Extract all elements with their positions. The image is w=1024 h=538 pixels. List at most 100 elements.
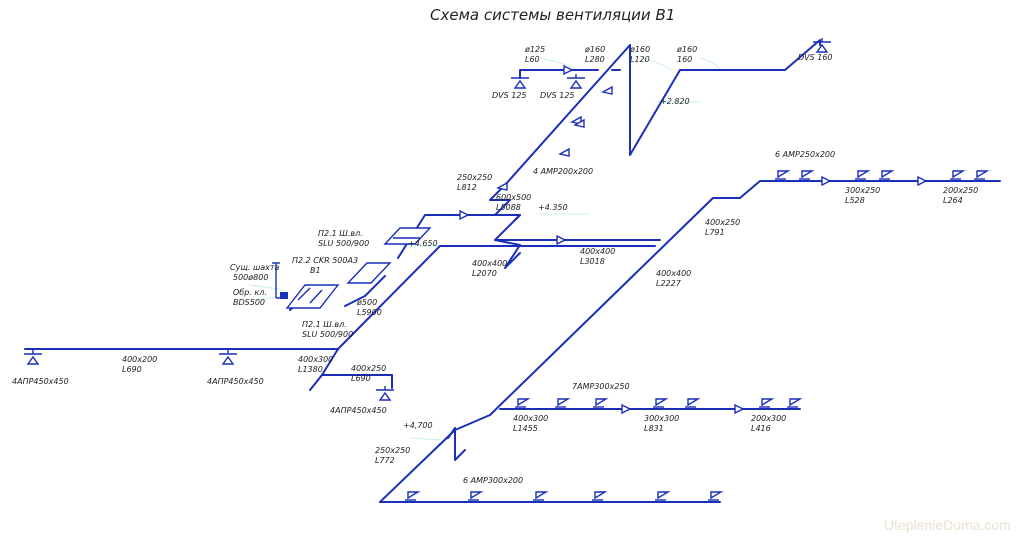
label: L528 — [845, 196, 865, 205]
label: 4АПР450x450 — [12, 377, 69, 386]
label: Обр. кл. — [233, 288, 267, 297]
check-valve-icon — [280, 292, 288, 299]
grille-icon — [601, 85, 613, 95]
grille-icon — [759, 398, 775, 408]
grille-icon — [558, 147, 570, 157]
label: 500ø800 — [233, 273, 268, 282]
label: 400x300 — [298, 355, 333, 364]
label: ø160 — [584, 45, 605, 54]
grille-icon — [950, 170, 966, 180]
label: L791 — [705, 228, 725, 237]
diffusers — [24, 38, 831, 401]
label: SLU 500/900 — [302, 330, 353, 339]
diffuser-icon — [376, 386, 394, 401]
label: 400x400 — [656, 269, 691, 278]
label: 400x400 — [472, 259, 507, 268]
flow-arrow-icon — [563, 64, 574, 76]
diagram-title: Схема системы вентиляции В1 — [430, 6, 675, 24]
grille-icon — [592, 491, 608, 501]
label: 200x250 — [943, 186, 978, 195]
leader-lines — [249, 57, 721, 441]
grille-icon — [533, 491, 549, 501]
grille-icon — [974, 170, 990, 180]
label: DVS 125 — [492, 91, 527, 100]
label: DVS 160 — [798, 53, 833, 62]
grille-icon — [573, 118, 585, 128]
label: 200x300 — [751, 414, 786, 423]
diffuser-icon — [219, 350, 237, 365]
flow-arrow-icon — [734, 403, 745, 415]
diffuser-icon — [813, 38, 831, 53]
ahu-p22 — [346, 262, 392, 284]
label: L2227 — [656, 279, 682, 288]
label: L690 — [122, 365, 142, 374]
label: 400x200 — [122, 355, 157, 364]
label: 7AMP300x250 — [572, 382, 630, 391]
labels: ø125 L60 ø160 L280 ø160 L120 ø160 160 DV… — [12, 45, 978, 485]
label: +2.820 — [660, 97, 690, 106]
label: 160 — [677, 55, 692, 64]
grille-icon — [708, 491, 724, 501]
label: 300x300 — [644, 414, 679, 423]
flow-arrow-icon — [917, 175, 928, 187]
grilles — [405, 85, 990, 501]
label: BDS500 — [233, 298, 265, 307]
label: ø125 — [524, 45, 545, 54]
grille-icon — [468, 491, 484, 501]
label: ø500 — [356, 298, 377, 307]
label: 4АПР450x450 — [330, 406, 387, 415]
label: L264 — [943, 196, 963, 205]
watermark: UteplenieDoma.com — [884, 517, 1011, 533]
label: ø160 — [676, 45, 697, 54]
label: 400x250 — [351, 364, 386, 373]
label: 600x500 — [496, 193, 531, 202]
flow-arrow-icon — [821, 175, 832, 187]
label: ø160 — [629, 45, 650, 54]
flow-arrows — [459, 64, 928, 415]
label: 300x250 — [845, 186, 880, 195]
label: 400x250 — [705, 218, 740, 227]
diffuser-icon — [511, 74, 529, 89]
label: L772 — [375, 456, 395, 465]
diffuser-icon — [567, 74, 585, 89]
label: Сущ. шахта — [230, 263, 280, 272]
label: 6 AMP300x200 — [463, 476, 523, 485]
grille-icon — [593, 398, 609, 408]
ahu-p21-top — [383, 227, 432, 245]
flow-arrow-icon — [621, 403, 632, 415]
grille-icon — [555, 398, 571, 408]
grille-icon — [655, 491, 671, 501]
label: L3018 — [580, 257, 605, 266]
ahu-units — [272, 227, 432, 309]
label: 400x400 — [580, 247, 615, 256]
ahu-p21-bottom — [285, 284, 340, 309]
label: L60 — [525, 55, 540, 64]
label: 4АПР450x450 — [207, 377, 264, 386]
label: L812 — [457, 183, 477, 192]
label: L831 — [644, 424, 664, 433]
grille-icon — [787, 398, 803, 408]
label: L1455 — [513, 424, 538, 433]
label: 250x250 — [457, 173, 492, 182]
label: +4.350 — [538, 203, 568, 212]
grille-icon — [653, 398, 669, 408]
diffuser-icon — [24, 350, 42, 365]
label: +4.650 — [408, 239, 438, 248]
flow-arrow-icon — [459, 209, 470, 221]
label: 400x300 — [513, 414, 548, 423]
duct-right-riser — [379, 180, 1001, 503]
grille-icon — [685, 398, 701, 408]
label: 4 AMP200x200 — [533, 167, 593, 176]
label: 250x250 — [375, 446, 410, 455]
label: SLU 500/900 — [318, 239, 369, 248]
label: DVS 125 — [540, 91, 575, 100]
label: П2.2 CKR 500A3 — [292, 256, 358, 265]
grille-icon — [496, 181, 508, 191]
label: L5088 — [496, 203, 521, 212]
label: L5900 — [357, 308, 382, 317]
label: L416 — [751, 424, 771, 433]
grille-icon — [879, 170, 895, 180]
label: L120 — [630, 55, 650, 64]
grille-icon — [515, 398, 531, 408]
